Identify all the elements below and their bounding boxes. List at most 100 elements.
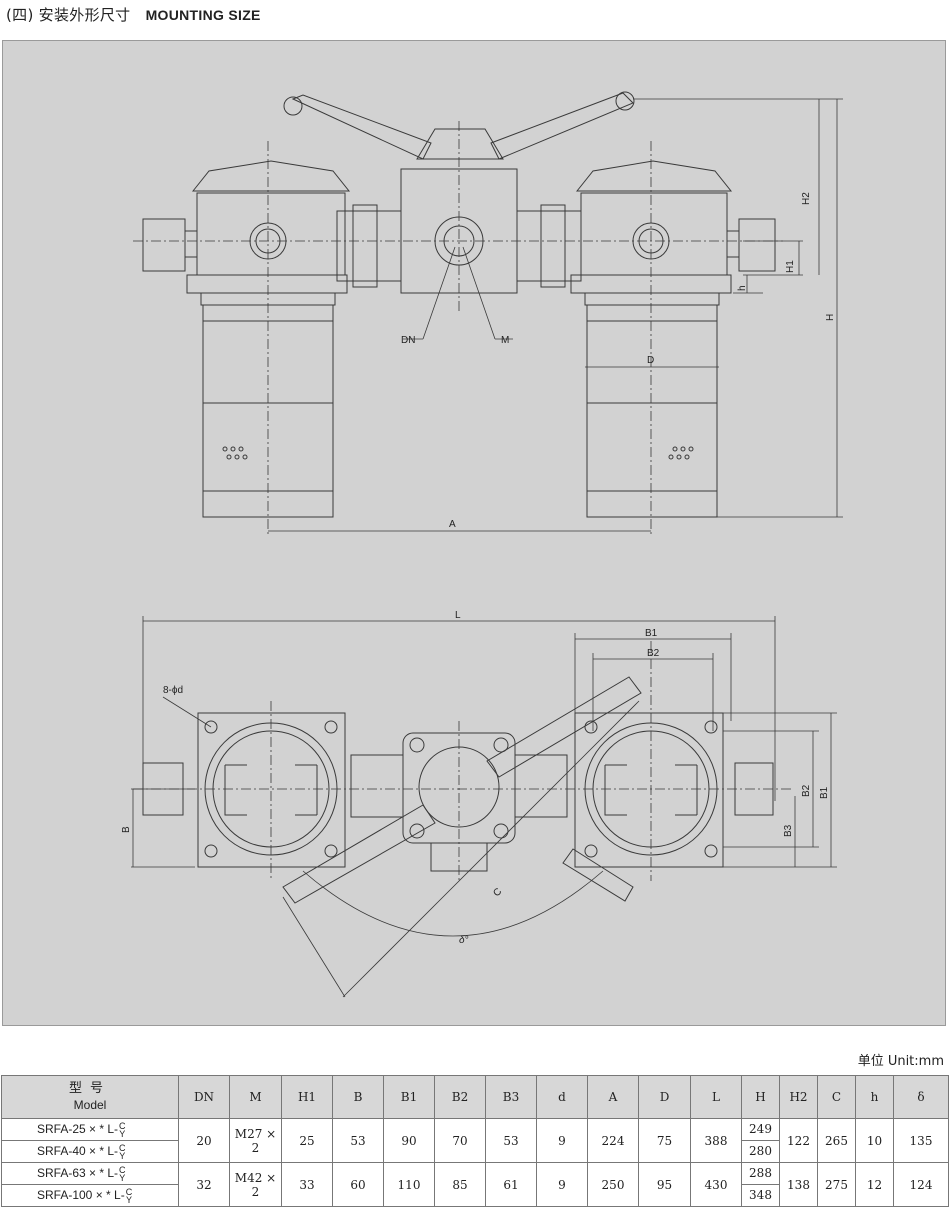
right-bowl-collar: [584, 292, 720, 306]
left-gauge-stem: [184, 230, 198, 258]
right-bolt-4: [704, 844, 718, 858]
cell-h: 10: [855, 1118, 894, 1163]
left-head: [196, 192, 346, 276]
cell-delta: 124: [893, 1162, 949, 1207]
cell-l: 430: [690, 1162, 742, 1207]
header-b3: B3: [485, 1075, 537, 1119]
cell-h1: 25: [281, 1118, 333, 1163]
model-name: SRFA-40 × * L-: [37, 1143, 119, 1158]
label-delta: δ°: [459, 935, 469, 946]
label-b: B: [121, 826, 132, 833]
nut-right: [540, 204, 566, 288]
left-bolt-2: [324, 720, 338, 734]
cell-b2: 85: [434, 1162, 486, 1207]
header-h1: H1: [281, 1075, 333, 1119]
left-flange: [186, 274, 348, 294]
label-c: C: [491, 886, 504, 899]
model-suffix-bottom: Y: [119, 1172, 126, 1183]
cell-m: M27 × 2: [229, 1118, 282, 1163]
cell-delta: 135: [893, 1118, 949, 1163]
cell-height-bottom: 348: [749, 1188, 772, 1202]
header-d: d: [536, 1075, 588, 1119]
cell-m: M42 × 2: [229, 1162, 282, 1207]
top-dimensions: [131, 616, 837, 998]
front-centerlines: [133, 121, 783, 536]
header-dd: D: [638, 1075, 691, 1119]
valve-bolt-2: [493, 737, 509, 753]
cell-b: 60: [332, 1162, 384, 1207]
cell-a: 224: [587, 1118, 639, 1163]
model-name: SRFA-100 × * L-: [37, 1187, 125, 1202]
label-dn: DN: [401, 335, 415, 346]
header-model-zh: 型号: [68, 1081, 111, 1096]
nut-left: [352, 204, 378, 288]
coupling-right: [516, 210, 582, 282]
top-handle-right: [486, 676, 642, 778]
front-handle-right: [490, 92, 634, 160]
cell-dd: 95: [638, 1162, 691, 1207]
model-name: SRFA-25 × * L-: [37, 1121, 119, 1136]
right-cap: [575, 160, 733, 192]
model-suffix-bottom: Y: [125, 1194, 132, 1205]
header-b2: B2: [434, 1075, 486, 1119]
label-h2: H2: [801, 192, 812, 205]
label-b3: B3: [783, 824, 794, 837]
right-bowl: [586, 304, 718, 518]
valve-bolt-4: [493, 823, 509, 839]
label-height: H: [825, 314, 836, 321]
front-dimensions: [268, 98, 843, 532]
header-h2: H2: [779, 1075, 818, 1119]
model-suffix-top: C: [119, 1120, 126, 1131]
right-cover-marks: [604, 764, 698, 816]
label-b1-side: B1: [819, 786, 830, 799]
cell-d: 9: [536, 1118, 588, 1163]
cell-dd: 75: [638, 1118, 691, 1163]
label-l: L: [455, 610, 461, 621]
valve-bolt-1: [409, 737, 425, 753]
cell-h1: 33: [281, 1162, 333, 1207]
label-h: h: [737, 285, 748, 291]
right-gauge: [738, 218, 776, 272]
header-b1: B1: [383, 1075, 435, 1119]
right-vent-dots: [668, 446, 694, 460]
unit-label: 单位 Unit:mm: [857, 1054, 944, 1069]
right-gauge-stem: [726, 230, 740, 258]
left-bolt-3: [204, 844, 218, 858]
cell-h2: 138: [779, 1162, 818, 1207]
left-bolt-4: [324, 844, 338, 858]
cell-b3: 53: [485, 1118, 537, 1163]
left-vent-dots: [222, 446, 248, 460]
cell-height: 249 280: [741, 1118, 780, 1163]
left-bolt-1: [204, 720, 218, 734]
table-header-row: 型号 Model DN M H1 B B1 B2 B3 d A D L H H2…: [1, 1075, 949, 1119]
right-bolt-2: [704, 720, 718, 734]
spec-table: 型号 Model DN M H1 B B1 B2 B3 d A D L H H2…: [1, 1075, 949, 1207]
title-en: MOUNTING SIZE: [145, 7, 261, 23]
header-a: A: [587, 1075, 639, 1119]
header-height: H: [741, 1075, 780, 1119]
cell-dn: 32: [178, 1162, 230, 1207]
front-handle-left-knob: [283, 96, 303, 116]
left-cap: [191, 160, 351, 192]
top-centerlines: [133, 641, 793, 881]
header-c: C: [817, 1075, 856, 1119]
header-delta: δ: [893, 1075, 949, 1119]
label-b2-top: B2: [647, 648, 660, 659]
cell-h: 12: [855, 1162, 894, 1207]
angle-arc: [302, 870, 604, 937]
header-model-en: Model: [73, 1098, 107, 1112]
left-flange-square: [197, 712, 346, 868]
header-m: M: [229, 1075, 282, 1119]
header-b: B: [332, 1075, 384, 1119]
top-handle-alt: [562, 848, 634, 902]
cell-b1: 110: [383, 1162, 435, 1207]
